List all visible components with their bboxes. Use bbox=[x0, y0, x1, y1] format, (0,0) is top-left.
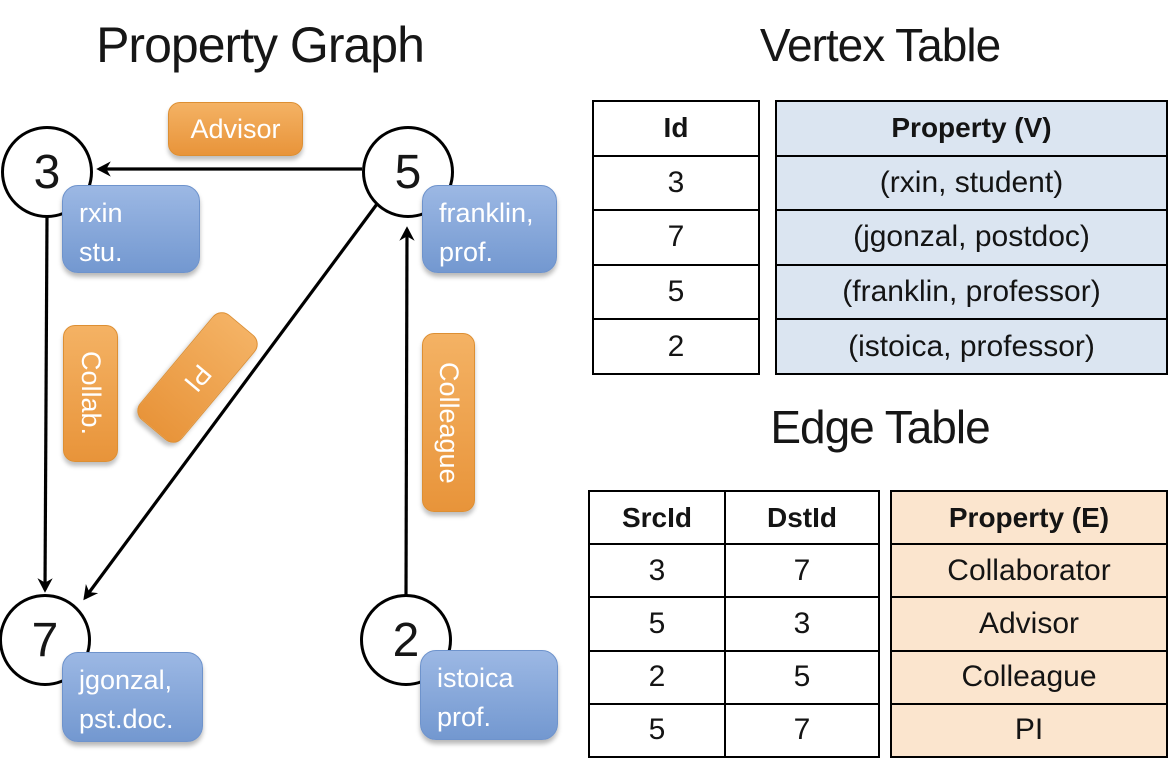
vertex-table-title: Vertex Table bbox=[759, 19, 1001, 71]
node-5-property-box: franklin, prof. bbox=[422, 185, 557, 273]
node-5-property-line1: franklin, bbox=[439, 198, 534, 228]
vertex-table-header-row: Id bbox=[594, 102, 758, 155]
vertex-table-header-property: Property (V) bbox=[891, 112, 1052, 144]
edge-table-title: Edge Table bbox=[770, 401, 990, 453]
table-row: (franklin, professor) bbox=[777, 263, 1166, 319]
node-7-property-line2: pst.doc. bbox=[79, 704, 174, 735]
edge-label-colleague: Colleague bbox=[422, 333, 475, 512]
graph-section-title: Property Graph bbox=[96, 17, 425, 73]
node-7-property-box: jgonzal, pst.doc. bbox=[62, 652, 203, 742]
table-row: Collaborator bbox=[892, 543, 1166, 596]
edge-property-cell: Collaborator bbox=[947, 553, 1111, 587]
vertex-table-header-id: Id bbox=[663, 112, 689, 144]
edge-label-advisor: Advisor bbox=[168, 102, 303, 156]
edge-dstid-cell: 3 bbox=[793, 607, 811, 640]
node-3-property-line2: stu. bbox=[79, 237, 123, 268]
edge-2-to-5 bbox=[399, 226, 415, 596]
node-2-property-line2: prof. bbox=[437, 702, 492, 733]
table-row: 5 3 bbox=[590, 596, 878, 650]
vertex-id-cell: 3 bbox=[667, 165, 685, 199]
node-7-id: 7 bbox=[31, 613, 59, 667]
edge-srcid-cell: 3 bbox=[590, 545, 726, 597]
node-2-id: 2 bbox=[392, 613, 420, 667]
graph-node-2: 2 bbox=[360, 594, 452, 686]
table-row: 3 7 bbox=[590, 543, 878, 597]
table-row: Colleague bbox=[892, 649, 1166, 703]
vertex-property-cell: (jgonzal, postdoc) bbox=[853, 220, 1090, 254]
edge-table-header-property: Property (E) bbox=[948, 501, 1110, 533]
edge-srcid-cell: 2 bbox=[590, 651, 726, 703]
edge-table-id-columns: SrcId DstId 3 7 5 3 2 5 5 7 bbox=[588, 490, 880, 758]
graph-edges-layer bbox=[37, 161, 415, 601]
vertex-table-property-column: Property (V) (rxin, student) (jgonzal, p… bbox=[775, 100, 1168, 375]
table-row: (rxin, student) bbox=[777, 154, 1166, 210]
vertex-property-cell: (franklin, professor) bbox=[842, 275, 1101, 309]
vertex-table-id-column: Id 3 7 5 2 bbox=[592, 100, 760, 375]
edge-5-to-7 bbox=[83, 203, 379, 601]
table-row: 3 bbox=[594, 154, 758, 210]
table-row: Advisor bbox=[892, 596, 1166, 649]
node-2-property-line1: istoica bbox=[437, 663, 514, 693]
edge-srcid-cell: 5 bbox=[590, 704, 726, 757]
edge-table-header-row: Property (E) bbox=[892, 492, 1166, 543]
vertex-id-cell: 2 bbox=[667, 329, 685, 363]
edge-srcid-cell: 5 bbox=[590, 598, 726, 650]
table-row: (jgonzal, postdoc) bbox=[777, 209, 1166, 264]
table-row: 7 bbox=[594, 209, 758, 264]
table-row: (istoica, professor) bbox=[777, 318, 1166, 373]
table-row: 2 5 bbox=[590, 649, 878, 703]
node-2-property-box: istoica prof. bbox=[420, 650, 558, 740]
edge-label-collab: Collab. bbox=[63, 325, 118, 462]
node-7-property-line1: jgonzal, bbox=[79, 665, 173, 695]
edge-dstid-cell: 5 bbox=[793, 660, 811, 694]
node-3-property-box: rxin stu. bbox=[62, 185, 200, 273]
edge-table-header-dstid: DstId bbox=[767, 501, 837, 533]
vertex-id-cell: 5 bbox=[667, 275, 685, 309]
edge-3-to-7 bbox=[37, 215, 53, 593]
vertex-property-cell: (rxin, student) bbox=[879, 165, 1064, 199]
node-5-id: 5 bbox=[394, 145, 422, 199]
vertex-property-cell: (istoica, professor) bbox=[848, 329, 1095, 363]
edge-table-header-srcid: SrcId bbox=[590, 492, 726, 544]
edge-table-header-row: SrcId DstId bbox=[590, 492, 878, 544]
edge-table-property-column: Property (E) Collaborator Advisor Collea… bbox=[890, 490, 1168, 758]
table-row: 5 7 bbox=[590, 702, 878, 757]
edge-dstid-cell: 7 bbox=[793, 713, 811, 747]
table-row: 2 bbox=[594, 318, 758, 373]
edge-property-cell: PI bbox=[1014, 713, 1044, 747]
vertex-table-header-row: Property (V) bbox=[777, 102, 1166, 155]
table-row: PI bbox=[892, 702, 1166, 756]
vertex-id-cell: 7 bbox=[667, 220, 685, 254]
graph-node-5: 5 bbox=[362, 126, 454, 218]
edge-dstid-cell: 7 bbox=[793, 553, 811, 587]
table-row: 5 bbox=[594, 263, 758, 319]
node-3-property-line1: rxin bbox=[79, 198, 123, 228]
node-3-id: 3 bbox=[33, 145, 61, 199]
node-5-property-line2: prof. bbox=[439, 237, 494, 268]
edge-property-cell: Advisor bbox=[978, 607, 1080, 640]
edge-property-cell: Colleague bbox=[961, 660, 1097, 694]
